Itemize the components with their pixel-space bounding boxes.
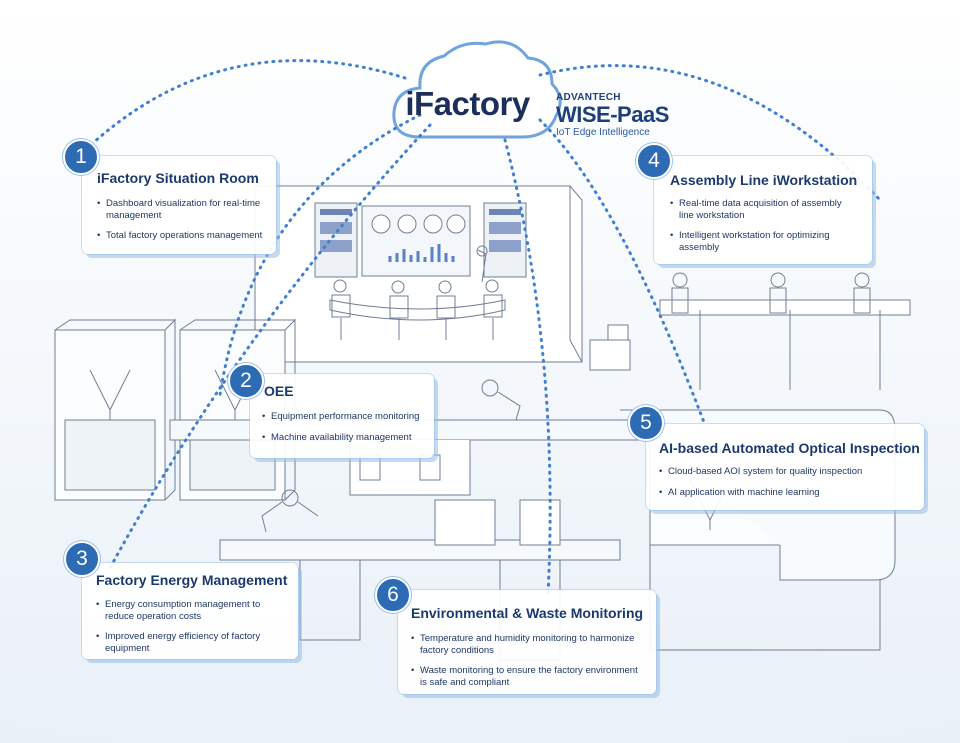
bullet-item: Cloud-based AOI system for quality inspe… — [659, 466, 909, 478]
bullet-item: Energy consumption management to reduce … — [96, 599, 272, 622]
brand-product: WISE-PaaS — [556, 102, 669, 127]
brand-logo: ADVANTECH WISE-PaaS IoT Edge Intelligenc… — [556, 92, 669, 138]
bullet-list: Temperature and humidity monitoring to h… — [411, 633, 643, 697]
bullet-item: Equipment performance monitoring — [262, 411, 434, 423]
card-title: AI-based Automated Optical Inspection — [659, 440, 920, 456]
bullet-item: Machine availability management — [262, 432, 434, 444]
bullet-item: Dashboard visualization for real-time ma… — [97, 198, 269, 221]
card-aoi: AI-based Automated Optical Inspection Cl… — [646, 424, 924, 510]
bullet-list: Energy consumption management to reduce … — [96, 599, 272, 663]
bullet-list: Cloud-based AOI system for quality inspe… — [659, 466, 909, 507]
bullet-list: Equipment performance monitoring Machine… — [262, 411, 434, 452]
card-title: iFactory Situation Room — [97, 170, 259, 186]
card-title: OEE — [264, 383, 294, 399]
bullet-item: Temperature and humidity monitoring to h… — [411, 633, 643, 656]
page-title: iFactory — [405, 85, 530, 122]
card-energy-management: Factory Energy Management Energy consump… — [82, 563, 298, 659]
card-title: Assembly Line iWorkstation — [670, 172, 858, 188]
bullet-item: Improved energy efficiency of factory eq… — [96, 631, 272, 654]
bullet-item: Intelligent workstation for optimizing a… — [670, 230, 850, 253]
badge-4: 4 — [636, 143, 672, 179]
assembly-workstation — [659, 299, 911, 316]
card-situation-room: iFactory Situation Room Dashboard visual… — [82, 156, 276, 254]
badge-6: 6 — [375, 577, 411, 613]
bullet-item: Total factory operations management — [97, 230, 269, 242]
brand-tagline: IoT Edge Intelligence — [556, 127, 650, 138]
bullet-item: Real-time data acquisition of assembly l… — [670, 198, 850, 221]
card-title: Factory Energy Management — [96, 572, 288, 588]
badge-2: 2 — [228, 363, 264, 399]
bullet-item: AI application with machine learning — [659, 487, 909, 499]
bullet-item: Waste monitoring to ensure the factory e… — [411, 665, 643, 688]
badge-3: 3 — [64, 541, 100, 577]
badge-5: 5 — [628, 405, 664, 441]
brand-maker: ADVANTECH — [556, 92, 621, 103]
badge-1: 1 — [63, 139, 99, 175]
card-oee: OEE Equipment performance monitoring Mac… — [250, 374, 434, 458]
bullet-list: Dashboard visualization for real-time ma… — [97, 198, 269, 251]
card-environmental-monitoring: Environmental & Waste Monitoring Tempera… — [398, 590, 656, 694]
cloud-shape — [392, 40, 562, 139]
card-title: Environmental & Waste Monitoring — [411, 605, 644, 621]
bullet-list: Real-time data acquisition of assembly l… — [670, 198, 850, 262]
card-iworkstation: Assembly Line iWorkstation Real-time dat… — [654, 156, 872, 264]
